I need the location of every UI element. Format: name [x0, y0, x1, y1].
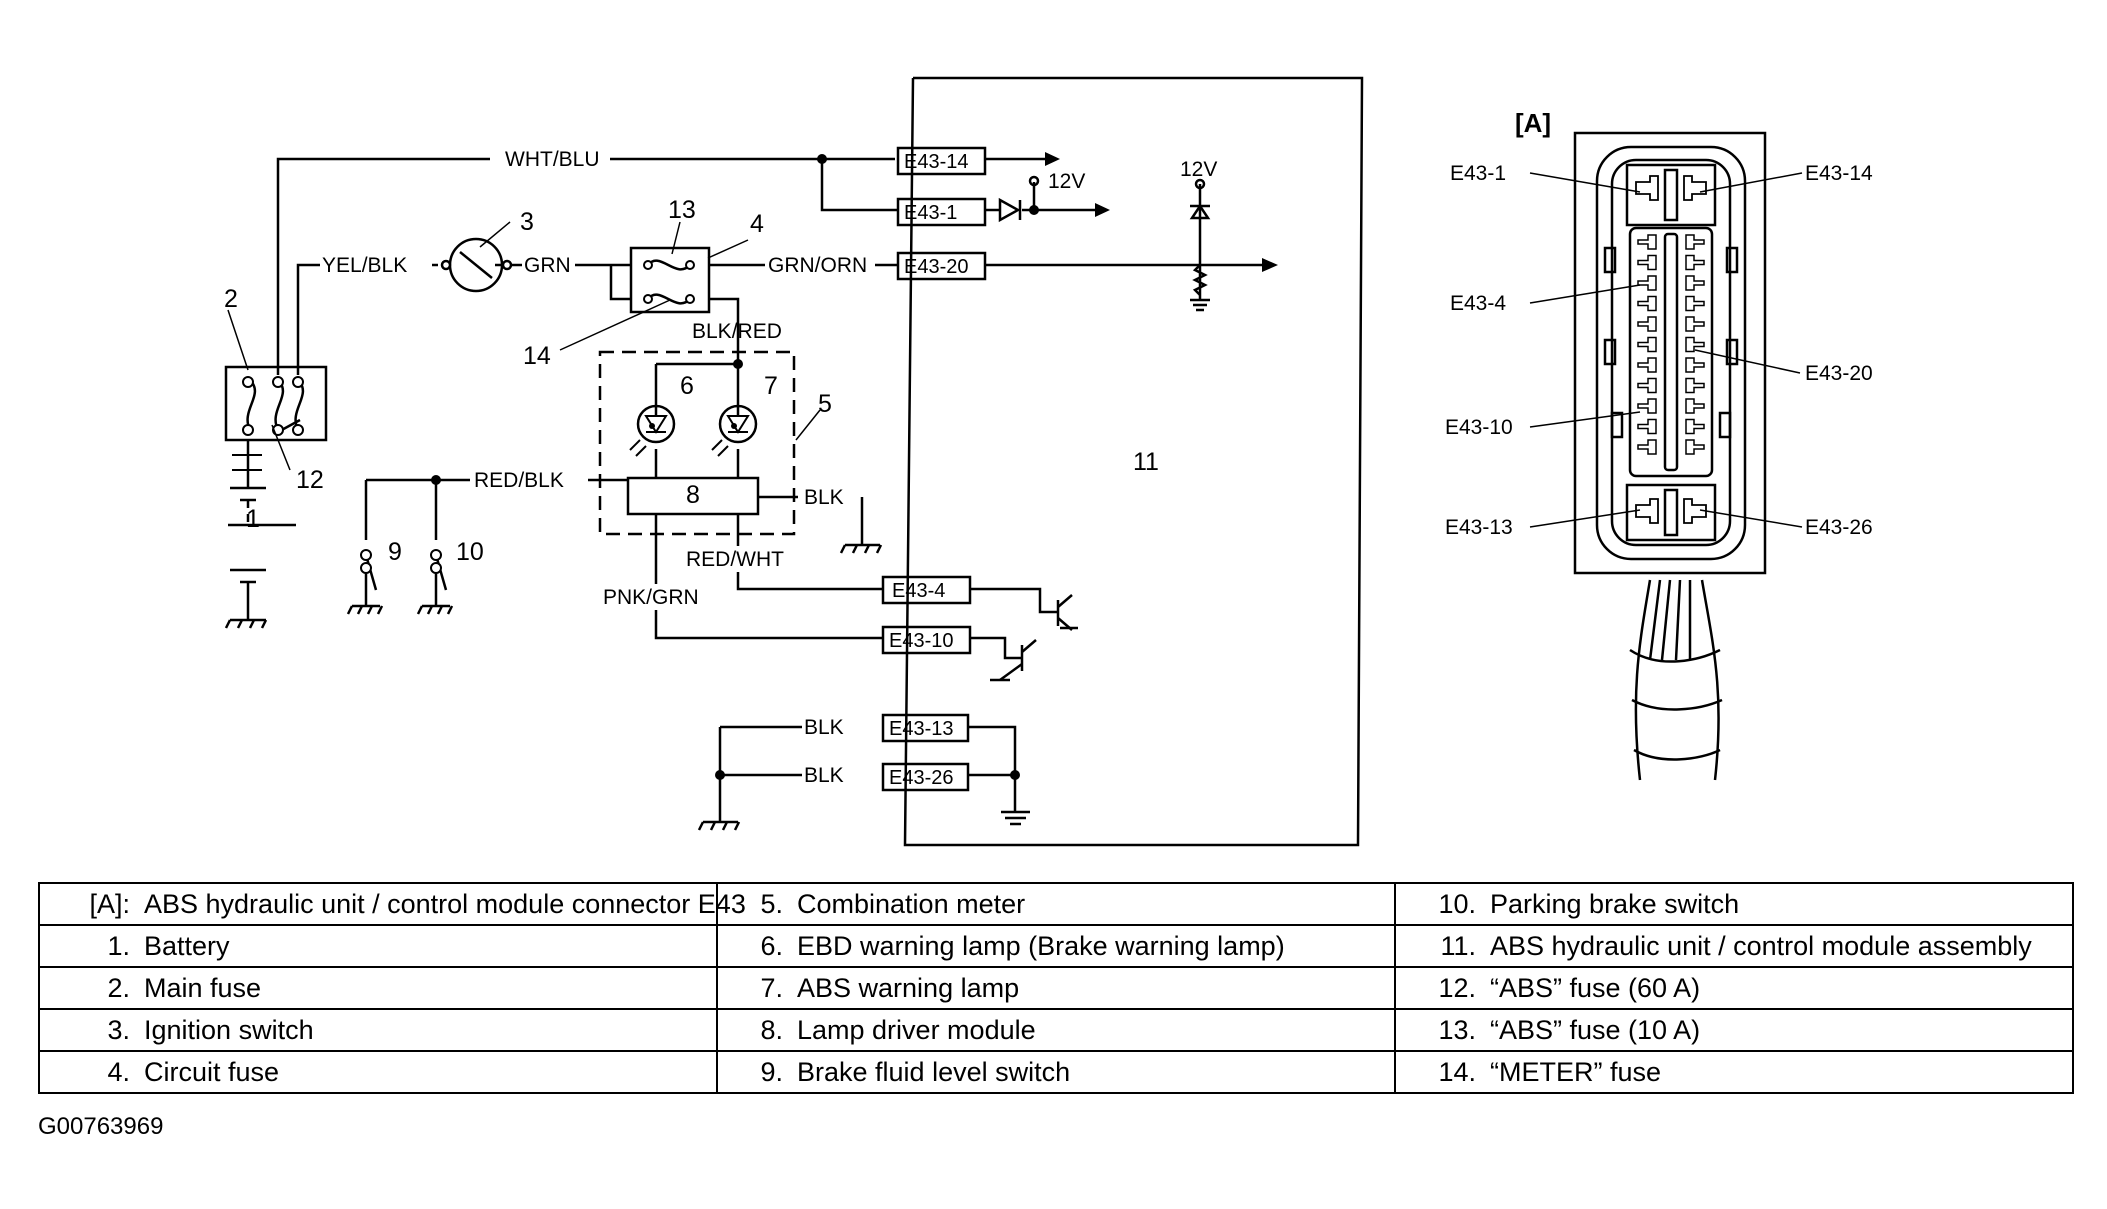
connector-pin [1637, 418, 1657, 435]
wire-label-grn-orn: GRN/ORN [768, 254, 867, 277]
legend-cell: 2.Main fuse [38, 966, 718, 1010]
wire-label-pnk-grn: PNK/GRN [603, 586, 699, 609]
legend-row: 2.Main fuse 7.ABS warning lamp 12.“ABS” … [38, 966, 2074, 1010]
label-abs-fuse-10a: 13 [668, 196, 696, 224]
connector-pin [1685, 439, 1705, 455]
terminal-e43-20: E43-20 [904, 256, 969, 278]
wire-label-wht-blu: WHT/BLU [505, 148, 600, 171]
legend-cell: 11.ABS hydraulic unit / control module a… [1394, 924, 2074, 968]
label-battery: 1 [246, 505, 260, 533]
label-circuit-fuse: 4 [750, 210, 764, 238]
connector-pin [1637, 357, 1657, 373]
legend-row: 4.Circuit fuse 9.Brake fluid level switc… [38, 1050, 2074, 1094]
wire-label-yel-blk: YEL/BLK [322, 254, 407, 277]
wire-label-blk-e43-26: BLK [804, 764, 844, 787]
label-meter-fuse: 14 [523, 342, 551, 370]
legend-cell: 4.Circuit fuse [38, 1050, 718, 1094]
legend-cell: 5.Combination meter [716, 882, 1396, 926]
terminal-e43-4: E43-4 [892, 580, 945, 602]
connector-pin [1637, 254, 1657, 271]
terminal-e43-26: E43-26 [889, 767, 954, 789]
connector-pin [1637, 336, 1657, 353]
label-lamp-driver: 8 [686, 481, 700, 509]
wire-label-grn: GRN [524, 254, 571, 277]
connector-pin [1637, 275, 1657, 291]
legend-cell: 12.“ABS” fuse (60 A) [1394, 966, 2074, 1010]
connector-label-e43-13: E43-13 [1445, 516, 1513, 539]
legend-cell: 10.Parking brake switch [1394, 882, 2074, 926]
legend-cell: 13.“ABS” fuse (10 A) [1394, 1008, 2074, 1052]
label-brake-fluid-switch: 9 [388, 538, 402, 566]
connector-pin [1685, 398, 1705, 414]
label-abs-lamp: 7 [764, 372, 778, 400]
connector-pin [1685, 295, 1705, 312]
label-abs-fuse-60a: 12 [296, 466, 324, 494]
connector-label-e43-1: E43-1 [1450, 162, 1506, 185]
wire-label-red-wht: RED/WHT [686, 548, 784, 571]
connector-pin [1637, 316, 1657, 332]
connector-label-e43-26: E43-26 [1805, 516, 1873, 539]
legend-cell: 7.ABS warning lamp [716, 966, 1396, 1010]
connector-label-e43-4: E43-4 [1450, 292, 1506, 315]
legend-row: 3.Ignition switch 8.Lamp driver module 1… [38, 1008, 2074, 1052]
legend-row: 1.Battery 6.EBD warning lamp (Brake warn… [38, 924, 2074, 968]
legend-row: [A]:ABS hydraulic unit / control module … [38, 882, 2074, 926]
voltage-label-2: 12V [1180, 158, 1217, 181]
label-combination-meter: 5 [818, 390, 832, 418]
legend-cell: [A]:ABS hydraulic unit / control module … [38, 882, 746, 926]
connector-pin [1637, 439, 1657, 455]
figure-id: G00763969 [38, 1113, 164, 1140]
connector-pin [1685, 275, 1705, 291]
wire-label-blk-meter: BLK [804, 486, 844, 509]
connector-pin [1685, 234, 1705, 250]
label-abs-module: 11 [1133, 448, 1159, 476]
terminal-e43-1: E43-1 [904, 202, 957, 224]
connector-label-e43-20: E43-20 [1805, 362, 1873, 385]
connector-pin [1637, 234, 1657, 250]
legend-cell: 8.Lamp driver module [716, 1008, 1396, 1052]
terminal-e43-14: E43-14 [904, 151, 969, 173]
connector-pin [1637, 398, 1657, 414]
connector-pin [1685, 336, 1705, 353]
connector-title: [A] [1515, 108, 1551, 138]
legend-cell: 1.Battery [38, 924, 718, 968]
connector-pin [1685, 377, 1705, 394]
label-parking-brake-switch: 10 [456, 538, 484, 566]
wiring-diagram: 1 2 3 4 5 6 7 8 9 10 11 12 13 14 WHT/BLU… [224, 76, 1873, 847]
wire-label-red-blk: RED/BLK [474, 469, 564, 492]
connector-pin [1685, 254, 1705, 271]
terminal-e43-13: E43-13 [889, 718, 954, 740]
legend-cell: 14.“METER” fuse [1394, 1050, 2074, 1094]
connector-pin [1685, 418, 1705, 435]
connector-pin [1685, 357, 1705, 373]
wire-label-blk-red: BLK/RED [692, 320, 782, 343]
wire-label-blk-e43-13: BLK [804, 716, 844, 739]
voltage-label-1: 12V [1048, 170, 1085, 193]
label-ignition-switch: 3 [520, 208, 534, 236]
label-main-fuse: 2 [224, 285, 238, 313]
label-ebd-lamp: 6 [680, 372, 694, 400]
connector-pin [1637, 377, 1657, 394]
connector-label-e43-10: E43-10 [1445, 416, 1513, 439]
terminal-e43-10: E43-10 [889, 630, 954, 652]
connector-label-e43-14: E43-14 [1805, 162, 1873, 185]
connector-pin [1637, 295, 1657, 312]
legend-cell: 9.Brake fluid level switch [716, 1050, 1396, 1094]
legend-cell: 3.Ignition switch [38, 1008, 718, 1052]
legend-cell: 6.EBD warning lamp (Brake warning lamp) [716, 924, 1396, 968]
component-legend-table: [A]:ABS hydraulic unit / control module … [38, 882, 2074, 1094]
connector-e43-drawing: [A] [1445, 108, 1873, 781]
connector-pin [1685, 316, 1705, 332]
